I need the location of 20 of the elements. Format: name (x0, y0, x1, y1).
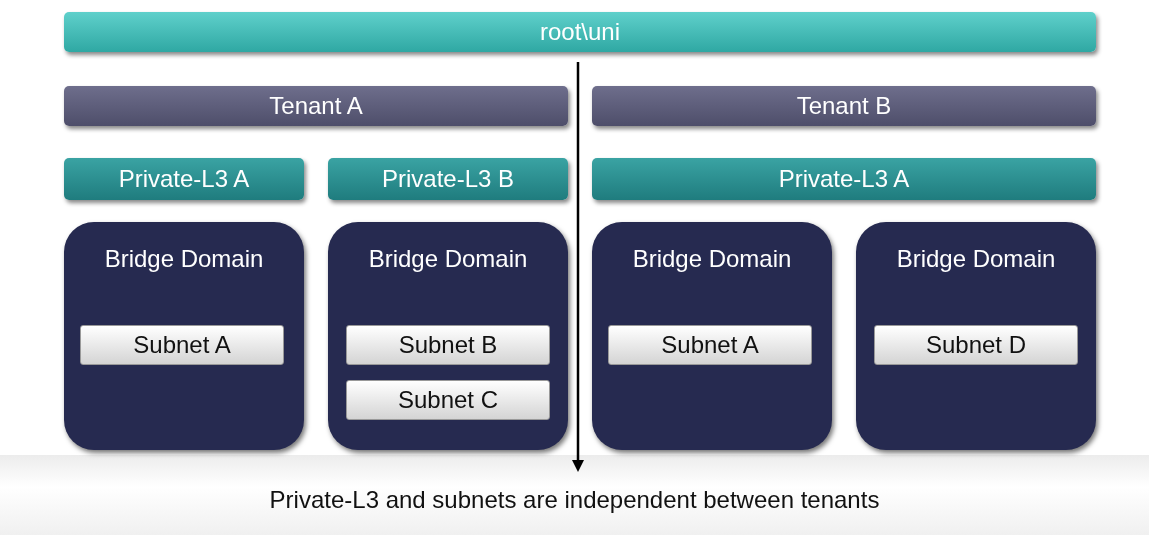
subnet-box: Subnet A (608, 325, 812, 365)
private-l3-bar: Private-L3 A (64, 158, 304, 200)
subnet-box: Subnet B (346, 325, 550, 365)
caption: Private-L3 and subnets are independent between tenants (268, 486, 881, 514)
tenant-bar: Tenant A (64, 86, 568, 126)
panel-heading: Bridge Domain (895, 244, 1057, 274)
bridge-domain-panel (64, 222, 304, 450)
private-l3-bar: Private-L3 A (592, 158, 1096, 200)
tenant-bar: Tenant B (592, 86, 1096, 126)
bridge-domain-panel (328, 222, 568, 450)
subnet-box: Subnet A (80, 325, 284, 365)
private-l3-bar: Private-L3 B (328, 158, 568, 200)
subnet-box: Subnet C (346, 380, 550, 420)
root-bar: root\uni (64, 12, 1096, 52)
subnet-box: Subnet D (874, 325, 1078, 365)
panel-heading: Bridge Domain (103, 244, 265, 274)
panel-heading: Bridge Domain (367, 244, 529, 274)
bridge-domain-panel (856, 222, 1096, 450)
bridge-domain-panel (592, 222, 832, 450)
panel-heading: Bridge Domain (631, 244, 793, 274)
